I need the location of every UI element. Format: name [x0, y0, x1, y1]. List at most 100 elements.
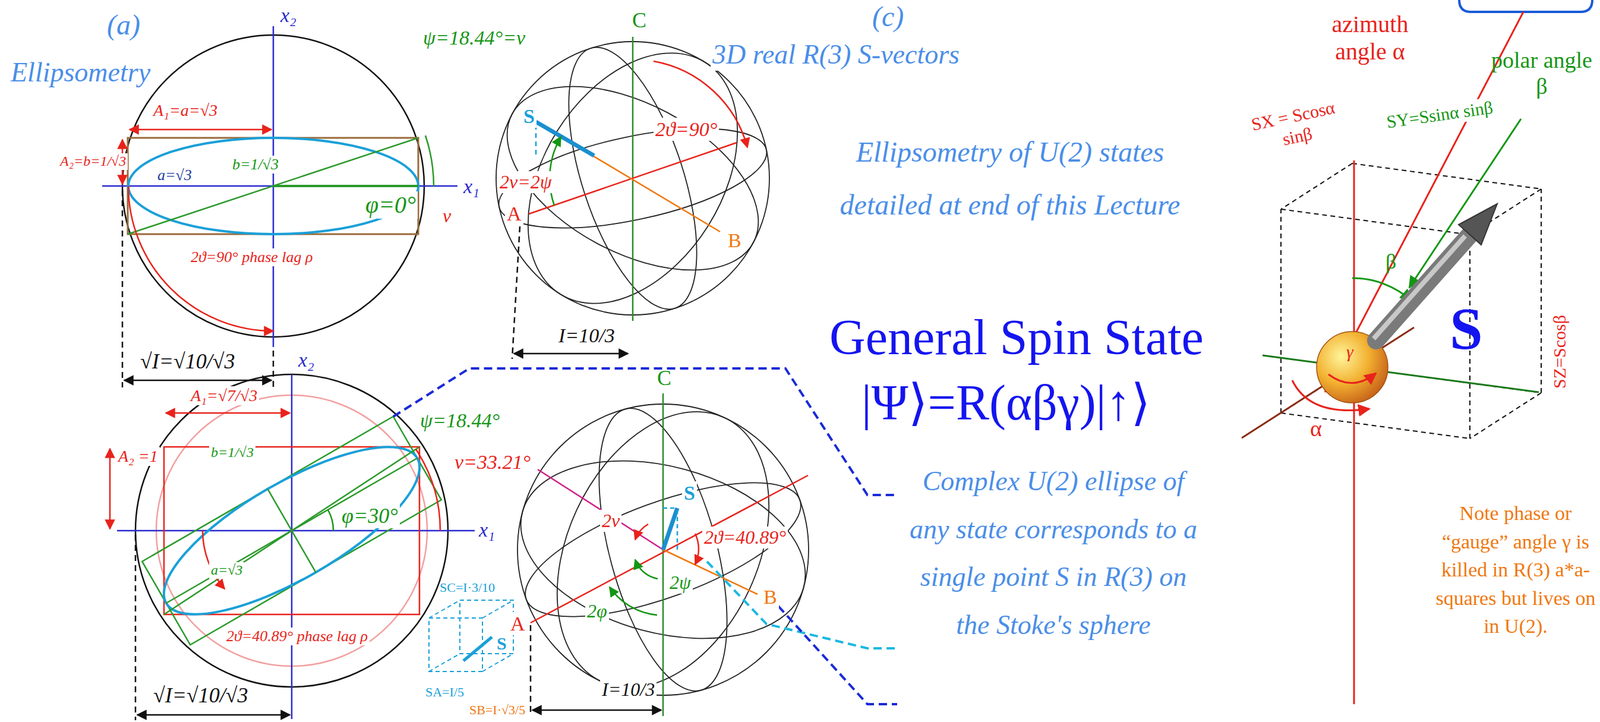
dimension-leader: [272, 350, 275, 388]
a-axis: [530, 475, 809, 623]
component-label: SX = Scosα sinβ: [1241, 95, 1350, 157]
axis-label: x₂: [280, 3, 297, 27]
x1-axis: [117, 529, 475, 532]
projection-line: [663, 507, 677, 510]
dimension-label: A₁=a=√3: [151, 101, 220, 121]
vector-label: S: [1449, 294, 1483, 363]
dimension-arrow: [165, 412, 290, 415]
dimension-leader: [512, 216, 521, 359]
polarization-ellipse: [141, 416, 442, 645]
dimension-label: I=10/3: [600, 678, 657, 701]
heading: General Spin State: [829, 308, 1204, 367]
panel-letter: (c): [872, 0, 904, 33]
component-label: SA=I/5: [425, 684, 465, 700]
component-cube: [482, 653, 514, 672]
point-label: C: [632, 8, 647, 33]
dimension-arrow: [137, 714, 290, 716]
stokes-vector: [663, 507, 678, 550]
vector-label: S: [496, 633, 507, 655]
angle-label: 2ν: [600, 509, 622, 532]
component-label: SZ=Scosβ: [1549, 314, 1571, 389]
vector-label: S: [682, 481, 697, 505]
angle-arc: [425, 135, 434, 186]
dimension-label: A₁=√7/√3: [188, 386, 260, 406]
component-box: [1540, 188, 1542, 393]
axis-length-label: a=√3: [209, 562, 245, 579]
dimension-arrow: [129, 128, 272, 131]
point-label: A: [505, 202, 524, 226]
component-label: SC=I·3/10: [439, 579, 495, 595]
x-axis: [1241, 327, 1415, 438]
dimension-label: √I=√10/√3: [153, 683, 249, 708]
component-cube: [428, 617, 483, 672]
angle-label: β: [1385, 249, 1397, 274]
dimension-label: A₂ =1: [116, 446, 160, 466]
angle-label: φ=30°: [339, 503, 400, 529]
component-box: [1352, 163, 1542, 189]
dimension-label: I=10/3: [558, 323, 615, 347]
component-box: [1280, 209, 1470, 235]
axis-name: polar angle β: [1488, 47, 1596, 100]
angle-label: φ=0°: [363, 191, 418, 219]
angle-arc: [609, 587, 658, 615]
angle-label: ψ=18.44°: [418, 408, 502, 432]
panel-title: 3D real R(3) S-vectors: [710, 39, 962, 71]
dimension-label: √I=√10/√3: [140, 349, 236, 374]
callout-line: [393, 368, 898, 495]
axis-length-label: a=√3: [155, 166, 194, 185]
component-cube: [428, 600, 460, 618]
note-text: Ellipsometry of U(2) states detailed at …: [819, 125, 1201, 232]
diagonal-line: [127, 137, 419, 235]
component-cube: [428, 653, 460, 672]
y-axis: [1262, 355, 1539, 393]
panel-letter: (a): [106, 8, 141, 41]
b-axis: [663, 549, 758, 595]
dimension-leader: [529, 625, 532, 713]
spin-vector-head: [1458, 203, 1498, 245]
axis-length-label: b=1/√3: [230, 155, 281, 174]
rotated-axis: [537, 469, 664, 550]
polar-line: [1409, 118, 1521, 288]
angle-arc: [327, 509, 334, 531]
angle-arc: [653, 61, 748, 148]
angle-label: ψ=18.44°=ν: [423, 26, 526, 50]
polarization-ellipse: [128, 137, 419, 235]
angle-label: 2ϑ=90°: [653, 117, 719, 141]
c-axis: [662, 393, 665, 716]
x1-axis: [102, 185, 458, 188]
projection-line: [676, 509, 679, 550]
angle-arc: [415, 449, 441, 531]
dimension-arrow: [513, 352, 628, 355]
component-box: [1280, 163, 1353, 210]
point-label: B: [761, 585, 779, 609]
point-label: C: [657, 365, 672, 391]
major-axis: [273, 184, 419, 188]
callout-line: [778, 606, 898, 705]
angle-arc: [695, 533, 699, 565]
a-axis: [528, 142, 737, 214]
stokes-vector: [535, 121, 595, 156]
angle-label: 2ϑ=40.89°: [702, 526, 788, 549]
axis-label: x₁: [478, 518, 495, 542]
axis-name: azimuth angle α: [1304, 10, 1436, 66]
angle-arc: [635, 524, 649, 540]
vector-label: S: [521, 104, 537, 128]
frame-corner: [1459, 0, 1593, 12]
component-box: [1280, 209, 1282, 413]
sphere-circle: [515, 377, 811, 722]
angle-label: α: [1310, 415, 1322, 443]
angle-label: 2ν=2ψ: [497, 171, 554, 194]
axis-length-label: b=1/√3: [209, 444, 256, 462]
angle-label: ν: [442, 204, 451, 227]
axis-label: x₂: [298, 348, 315, 372]
phase-arc: [202, 530, 225, 589]
angle-label: 2ψ: [667, 571, 693, 594]
angle-label: 2φ: [585, 600, 609, 623]
state-formula: |Ψ⟩=R(αβγ)|↑⟩: [861, 374, 1151, 432]
dimension-label: A₂=b=1/√3: [58, 153, 128, 170]
axis-label: x₁: [463, 174, 480, 198]
